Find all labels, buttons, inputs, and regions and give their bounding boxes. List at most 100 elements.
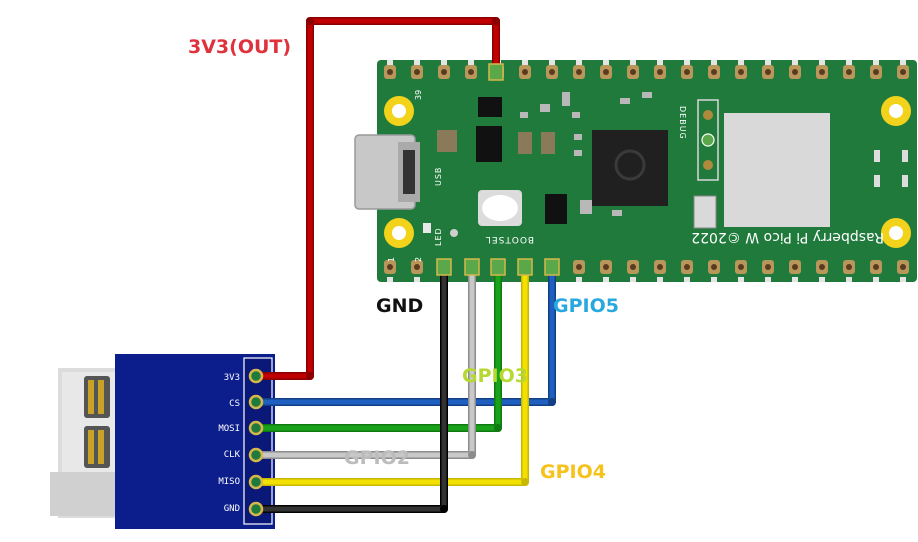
pico-castellation bbox=[711, 277, 717, 282]
pico-pin-hole bbox=[819, 69, 825, 75]
pico-pin-hole bbox=[549, 69, 555, 75]
label-3v3-out: 3V3(OUT) bbox=[188, 36, 291, 58]
pico-castellation bbox=[603, 60, 609, 65]
pico-pin-hole bbox=[873, 69, 879, 75]
bootsel-label: BOOTSEL bbox=[485, 234, 534, 244]
sd-pin-miso bbox=[248, 474, 264, 490]
pico-castellation bbox=[900, 60, 906, 65]
pico-pin-hole bbox=[630, 264, 636, 270]
pico-castellation bbox=[576, 60, 582, 65]
bootsel-button bbox=[482, 195, 518, 221]
pico-pin-hole bbox=[873, 264, 879, 270]
rp2040-chip bbox=[592, 130, 668, 206]
sd-pin-label-miso: MISO bbox=[218, 477, 240, 487]
pico-pin-hole bbox=[819, 264, 825, 270]
sd-pin-label-3v3: 3V3 bbox=[224, 373, 240, 383]
pico-pin-hole bbox=[387, 69, 393, 75]
pico-pin-hole bbox=[711, 69, 717, 75]
pico-pin-row-top bbox=[384, 60, 909, 79]
pico-pin-hole bbox=[522, 69, 528, 75]
pico-pin-hole bbox=[468, 69, 474, 75]
pico-pin-hole bbox=[900, 69, 906, 75]
sd-module-pins bbox=[248, 368, 264, 517]
pico-pin-hole bbox=[900, 264, 906, 270]
sd-pin-label-gnd: GND bbox=[224, 504, 240, 514]
pico-castellation bbox=[657, 277, 663, 282]
pico-pin-hole bbox=[684, 69, 690, 75]
pico-castellation bbox=[387, 277, 393, 282]
pico-castellation bbox=[576, 277, 582, 282]
sd-pin-3v3 bbox=[248, 368, 264, 384]
sd-pin-mosi bbox=[248, 420, 264, 436]
label-gnd: GND bbox=[376, 295, 423, 317]
pico-castellation bbox=[873, 277, 879, 282]
pico-castellation bbox=[387, 60, 393, 65]
pico-castellation bbox=[414, 277, 420, 282]
pico-castellation bbox=[765, 277, 771, 282]
pico-castellation bbox=[414, 60, 420, 65]
pico-castellation bbox=[765, 60, 771, 65]
pico-castellation bbox=[522, 60, 528, 65]
pico-castellation bbox=[846, 60, 852, 65]
sd-pin-label-clk: CLK bbox=[224, 450, 241, 460]
pico-pin-hole bbox=[711, 264, 717, 270]
pico-pin-hole bbox=[792, 264, 798, 270]
pico-castellation bbox=[900, 277, 906, 282]
sd-card-socket bbox=[50, 368, 120, 518]
pico-castellation bbox=[684, 277, 690, 282]
label-gpio2: GPIO2 bbox=[344, 447, 410, 469]
label-gpio4: GPIO4 bbox=[540, 461, 606, 483]
sd-pin-label-cs: CS bbox=[229, 399, 240, 409]
wireless-module bbox=[724, 113, 830, 227]
pico-castellation bbox=[738, 277, 744, 282]
led-label: LED bbox=[434, 227, 443, 246]
pico-castellation bbox=[819, 60, 825, 65]
pico-castellation bbox=[819, 277, 825, 282]
pico-pin-hole bbox=[765, 264, 771, 270]
label-gpio5: GPIO5 bbox=[553, 295, 619, 317]
sd-pin-label-mosi: MOSI bbox=[218, 424, 240, 434]
pico-castellation bbox=[657, 60, 663, 65]
pico-pin-hole bbox=[576, 264, 582, 270]
pico-pin-hole bbox=[657, 69, 663, 75]
pico-castellation bbox=[792, 60, 798, 65]
pin-2-label: 2 bbox=[414, 257, 423, 262]
usb-label: USB bbox=[434, 167, 443, 186]
pico-pin-hole bbox=[630, 69, 636, 75]
pico-connected-pins bbox=[436, 63, 560, 276]
pico-pin-hole bbox=[414, 69, 420, 75]
pico-castellation bbox=[738, 60, 744, 65]
pico-pin-hole bbox=[441, 69, 447, 75]
pin-39-label: 39 bbox=[414, 90, 423, 100]
pico-pin-hole bbox=[738, 69, 744, 75]
pico-castellation bbox=[684, 60, 690, 65]
pico-pin-hole bbox=[846, 69, 852, 75]
pin-1-label: 1 bbox=[387, 257, 396, 262]
pico-pin-hole bbox=[603, 69, 609, 75]
pico-pin-hole bbox=[792, 69, 798, 75]
pico-pin-hole bbox=[765, 69, 771, 75]
pico-w-board: 39 1 2 USB LED BOOTSEL DEBUG Raspberry P… bbox=[354, 60, 917, 282]
pico-pin-hole bbox=[657, 264, 663, 270]
sd-pin-gnd bbox=[248, 501, 264, 517]
led-indicator bbox=[423, 223, 431, 233]
pico-pin-hole bbox=[846, 264, 852, 270]
label-gpio3: GPIO3 bbox=[462, 365, 528, 387]
wire-bend-points bbox=[306, 17, 556, 513]
pico-castellation bbox=[549, 60, 555, 65]
pico-castellation bbox=[873, 60, 879, 65]
board-name-label: Raspberry Pi Pico W ©2022 bbox=[691, 229, 884, 245]
sd-card-module: 3V3 CS MOSI CLK MISO GND bbox=[115, 354, 275, 529]
pico-pin-hole bbox=[576, 69, 582, 75]
pico-pin-hole bbox=[738, 264, 744, 270]
pico-castellation bbox=[630, 60, 636, 65]
debug-label: DEBUG bbox=[678, 106, 687, 140]
pico-pin-hole bbox=[603, 264, 609, 270]
sd-pin-clk bbox=[248, 447, 264, 463]
pico-castellation bbox=[603, 277, 609, 282]
pico-castellation bbox=[711, 60, 717, 65]
pico-pin-hole bbox=[684, 264, 690, 270]
pico-castellation bbox=[630, 277, 636, 282]
pico-castellation bbox=[846, 277, 852, 282]
